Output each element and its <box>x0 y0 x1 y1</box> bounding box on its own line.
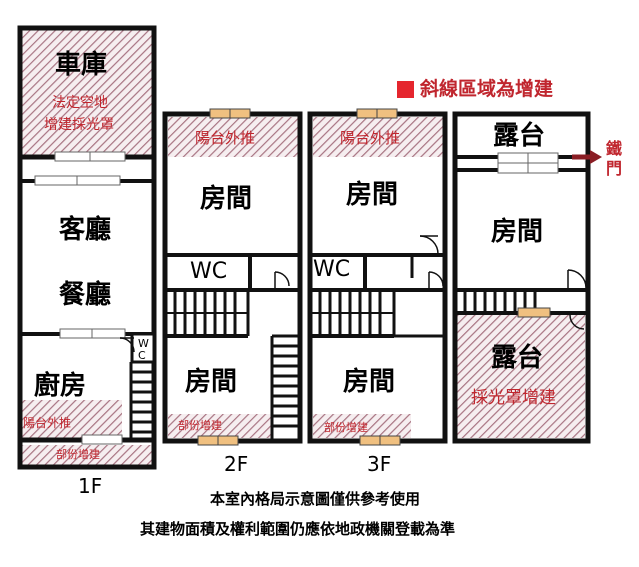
wc-1f-label-w: W <box>138 337 149 350</box>
garage-note-2: 增建採光罩 <box>44 117 114 133</box>
floor-4f <box>452 111 602 444</box>
partial-3f-hatch <box>313 414 411 438</box>
partial-2f-hatch <box>168 414 272 438</box>
balcony-3f-hatch <box>313 117 443 157</box>
room-3f-top-label: 房間 <box>346 180 399 210</box>
partial-3f-label: 部份增建 <box>324 421 368 434</box>
kitchen-label: 廚房 <box>34 371 87 401</box>
stairs-3f <box>318 290 382 336</box>
kitchen-balcony-hatch <box>22 400 122 438</box>
balcony-out-2f-label: 陽台外推 <box>195 129 256 147</box>
stairs-1f <box>129 362 154 440</box>
floor-3f-label: 3F <box>367 452 392 476</box>
room-4f-label: 房間 <box>491 217 544 247</box>
terrace-bottom-hatch <box>457 313 585 438</box>
iron-door-arrow-icon <box>572 150 602 164</box>
floor-1f-label: 1F <box>78 474 103 498</box>
floor-1f-outline <box>17 25 157 470</box>
legend-text: 斜線區域為增建 <box>420 78 554 100</box>
terrace-note-label: 採光罩增建 <box>471 388 556 408</box>
floor-4f-outline <box>452 111 591 444</box>
living-room-label: 客廳 <box>59 215 112 245</box>
room-3f-bottom-label: 房間 <box>343 367 396 397</box>
garage-hatch <box>22 30 152 155</box>
stairs-2f-vertical <box>272 344 300 428</box>
floor-2f-label: 2F <box>224 452 249 476</box>
stairs-2f-horizontal <box>173 290 237 336</box>
garage-label: 車庫 <box>55 50 108 80</box>
balcony-out-1f-label: 陽台外推 <box>23 416 72 430</box>
floor-3f <box>307 108 448 446</box>
room-2f-top-label: 房間 <box>200 184 253 214</box>
balcony-out-3f-label: 陽台外推 <box>340 129 401 147</box>
partial-1f-hatch <box>22 445 152 465</box>
partial-2f-label: 部份增建 <box>178 419 222 432</box>
wc-3f-label: WC <box>313 257 351 282</box>
stairs-4f <box>463 290 537 313</box>
disclaimer-line-1: 本室內格局示意圖僅供參考使用 <box>210 490 421 508</box>
room-2f-bottom-label: 房間 <box>185 367 238 397</box>
window-1f <box>81 434 123 445</box>
wc-1f-label-c: C <box>138 349 146 362</box>
partial-1f-label: 部份增建 <box>56 448 100 461</box>
garage-note-1: 法定空地 <box>52 95 108 111</box>
disclaimer-line-2: 其建物面積及權利範圍仍應依地政機關登載為準 <box>140 520 456 538</box>
floor-1f <box>17 25 157 470</box>
legend-swatch <box>397 81 414 98</box>
iron-door-label-1: 鐵 <box>606 139 623 158</box>
terrace-bottom-label: 露台 <box>491 343 544 373</box>
wc-2f-label: WC <box>190 259 228 284</box>
balcony-2f-hatch <box>168 117 298 157</box>
iron-door-label-2: 門 <box>606 159 623 178</box>
terrace-top-label: 露台 <box>493 121 546 151</box>
floor-2f <box>162 108 303 446</box>
window-4f-mid <box>517 307 551 318</box>
dining-room-label: 餐廳 <box>59 280 112 310</box>
